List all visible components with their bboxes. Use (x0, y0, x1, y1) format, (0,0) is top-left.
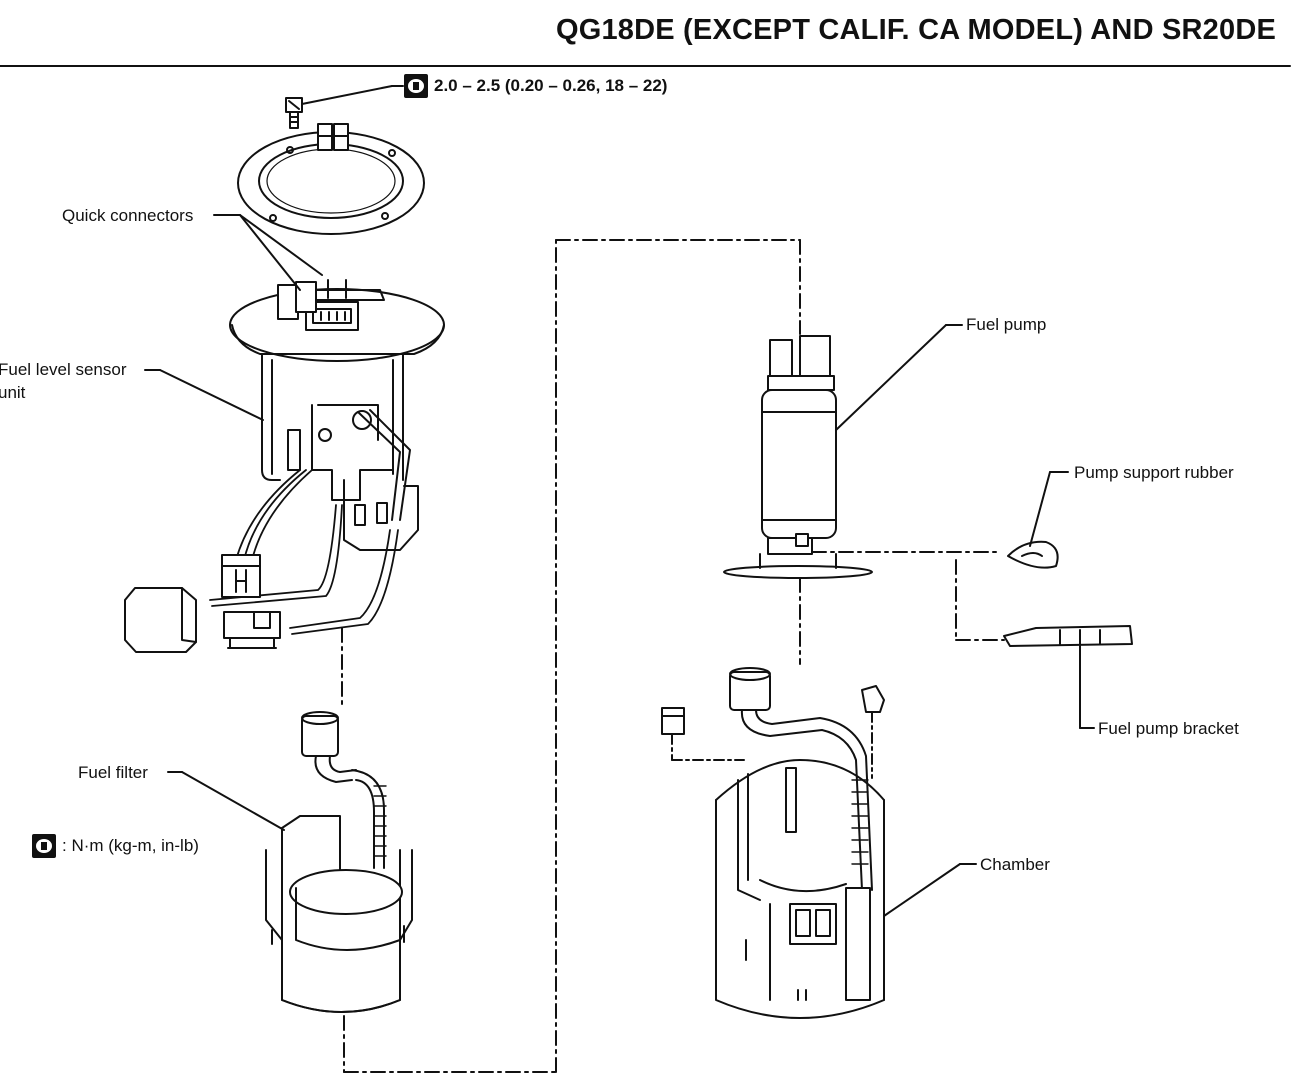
label-quick-connectors: Quick connectors (62, 206, 194, 225)
units-legend: : N·m (kg-m, in-lb) (32, 834, 199, 858)
wiring-harness (209, 469, 399, 635)
fuel-pump-body (723, 335, 873, 579)
label-fuel-pump: Fuel pump (966, 315, 1047, 334)
label-fuel-level-sensor: Fuel level sensor unit (0, 359, 127, 405)
mounting-bolt (285, 97, 303, 129)
sender-flange (229, 279, 445, 362)
label-fuel-pump-bracket: Fuel pump bracket (1098, 719, 1239, 738)
chamber-body (715, 759, 885, 1019)
units-legend-text: : N·m (kg-m, in-lb) (62, 836, 199, 855)
level-sensor-element (223, 611, 281, 649)
torque-spec: 2.0 – 2.5 (0.20 – 0.26, 18 – 22) (404, 74, 667, 98)
filter-hose (301, 711, 387, 869)
torque-leader-line (301, 85, 393, 105)
label-pump-support-rubber: Pump support rubber (1074, 463, 1234, 482)
label-fuel-level-sensor-line1: Fuel level sensor (0, 360, 127, 379)
label-chamber: Chamber (980, 855, 1050, 874)
pump-support-rubber (1007, 540, 1059, 569)
label-fuel-level-sensor-line2: unit (0, 382, 26, 402)
float (124, 587, 197, 653)
label-fuel-filter: Fuel filter (78, 763, 148, 782)
chamber-clip-right (861, 685, 885, 713)
sender-body (261, 353, 419, 551)
diagram-title: QG18DE (EXCEPT CALIF. CA MODEL) AND SR20… (555, 14, 1276, 46)
torque-wrench-icon (404, 74, 428, 98)
harness-connector (221, 554, 261, 598)
fuel-filter-body (265, 815, 413, 1013)
chamber-clip-left (661, 707, 685, 735)
chamber-hose (729, 667, 873, 891)
torque-wrench-icon (32, 834, 56, 858)
locking-ring (237, 123, 425, 235)
torque-spec-value: 2.0 – 2.5 (0.20 – 0.26, 18 – 22) (434, 76, 668, 95)
fuel-pump-bracket (1003, 625, 1133, 647)
